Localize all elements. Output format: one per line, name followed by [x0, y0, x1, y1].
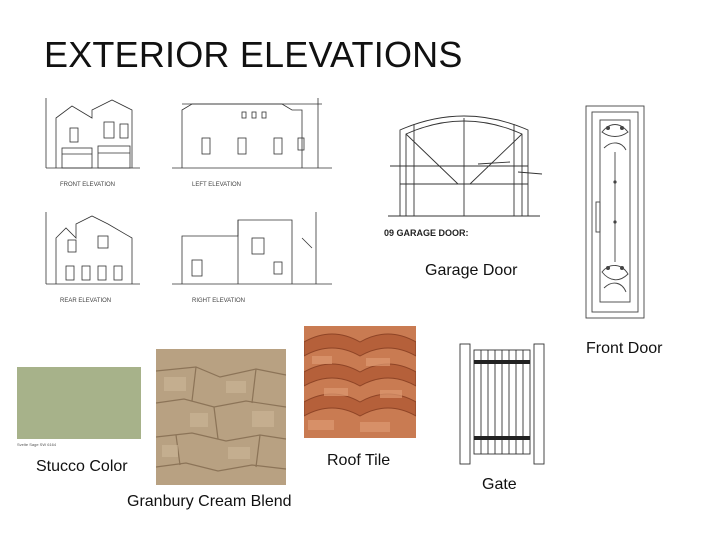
- elevation-drawings-svg: [45, 98, 332, 285]
- garage-door-svg: [388, 115, 543, 217]
- garage-door-drawing-label: 09 GARAGE DOOR:: [384, 228, 469, 238]
- elevation-drawings: FRONT ELEVATION LEFT ELEVATION REAR ELEV…: [42, 88, 342, 313]
- front-door-caption: Front Door: [586, 340, 663, 357]
- slide-title: EXTERIOR ELEVATIONS: [44, 34, 463, 75]
- roof-tile-svg: [304, 326, 416, 438]
- stucco-color-swatch: [17, 367, 141, 439]
- gate-drawing: [456, 340, 548, 468]
- roof-tile-image: [304, 326, 416, 438]
- garage-door-caption: Garage Door: [425, 262, 518, 279]
- rear-elevation-drawing: [45, 212, 140, 285]
- gate-svg: [459, 343, 545, 465]
- garage-door-drawing: 09 GARAGE DOOR:: [378, 104, 550, 246]
- front-door-svg: [585, 105, 645, 319]
- paint-color-label: Svelte Sage SW 6164: [17, 442, 57, 447]
- front-elevation-label: FRONT ELEVATION: [60, 182, 116, 188]
- front-elevation-drawing: [45, 98, 140, 169]
- rear-elevation-label: REAR ELEVATION: [60, 298, 112, 304]
- stucco-color-caption: Stucco Color: [36, 458, 128, 475]
- stone-svg: [156, 349, 286, 485]
- left-elevation-label: LEFT ELEVATION: [192, 182, 242, 188]
- left-elevation-drawing: [172, 98, 332, 169]
- stone-caption: Granbury Cream Blend: [127, 493, 292, 510]
- front-door-drawing: [566, 102, 662, 322]
- roof-tile-caption: Roof Tile: [327, 452, 391, 469]
- right-elevation-label: RIGHT ELEVATION: [192, 298, 246, 304]
- stone-image: [156, 349, 286, 485]
- gate-caption: Gate: [482, 476, 517, 493]
- right-elevation-drawing: [172, 212, 332, 285]
